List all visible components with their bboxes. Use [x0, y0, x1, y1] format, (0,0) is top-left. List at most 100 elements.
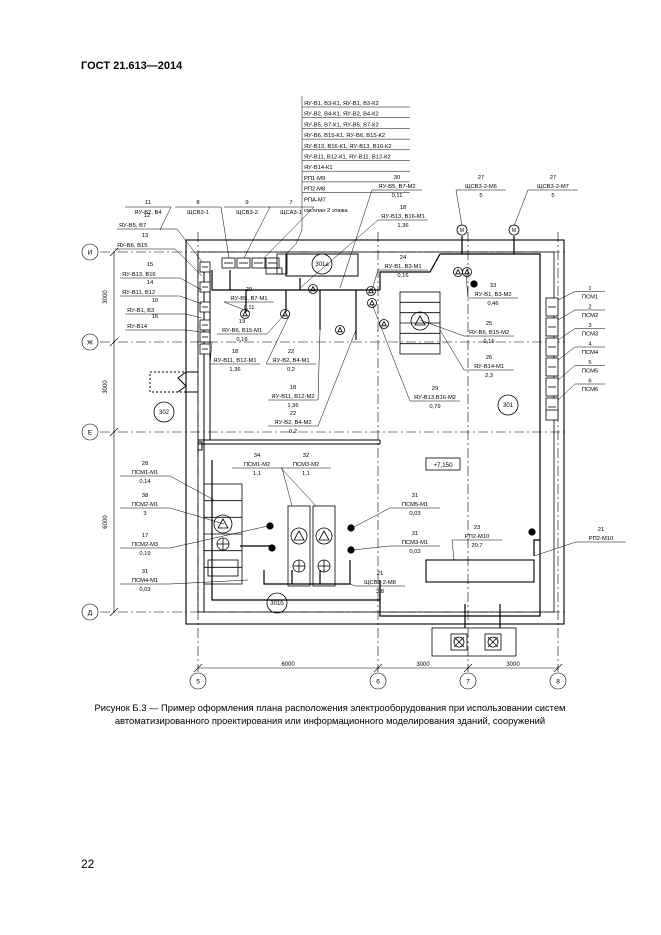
- callout-label: ЯУ-В1, В3: [127, 308, 154, 314]
- callout-value: 0,03: [409, 511, 420, 517]
- callout-number: 21: [598, 527, 604, 533]
- motor-m-letter: M: [460, 228, 464, 234]
- dimension-bottom: 3000: [416, 662, 430, 668]
- axis-col-label: 6: [376, 679, 380, 686]
- room-number: 301а: [315, 262, 329, 268]
- callout-value: 3,8: [376, 589, 384, 595]
- callout-leader: [169, 475, 215, 501]
- fan-triangle: [217, 518, 229, 529]
- top-list-line: ЯУ-В2, В4-К1, ЯУ-В2, В4-К2: [304, 112, 379, 118]
- room-number: 301: [503, 403, 514, 409]
- callout-leader: [169, 579, 249, 585]
- filter-box: [207, 559, 239, 577]
- callout-number: 27: [478, 175, 484, 181]
- grid-axis-col-bubble: [189, 672, 207, 690]
- callout-label: ПСМ1: [582, 295, 598, 301]
- motor-circle: [367, 298, 377, 308]
- callout-number: 29: [432, 386, 438, 392]
- callout-number: 22: [288, 349, 294, 355]
- callout-leader: [557, 346, 576, 361]
- callout-leader: [179, 295, 203, 305]
- cable-route: [263, 560, 351, 585]
- callout-number: 28: [142, 461, 148, 467]
- callout-leader: [281, 467, 293, 507]
- grid-axis-col-bubble: [369, 672, 387, 690]
- callout-leader: [557, 383, 576, 401]
- callout-value: 0,14: [139, 479, 151, 485]
- exhaust-fan-box: [484, 633, 502, 651]
- callout-label: ЯУ-В1, В3-М2: [474, 292, 511, 298]
- grid-axis-row-bubble: [81, 243, 99, 261]
- callout-leader: [557, 365, 576, 381]
- callout-label: ЯУ-В6, В15-М2: [469, 330, 509, 336]
- dimension-tick: [463, 663, 473, 673]
- callout-value: 0,11: [244, 305, 255, 311]
- callout-label: ЩСВ3-1: [187, 210, 209, 216]
- room-number-circle: [311, 253, 333, 275]
- callout-value: 1,36: [229, 367, 240, 373]
- callout-leader: [557, 328, 576, 341]
- callout-number: 3: [588, 323, 591, 329]
- exhaust-fan-cross: [487, 636, 499, 648]
- callout-leader: [169, 525, 269, 549]
- top-list-line: ЯУ-В5, В7-К1, ЯУ-В5, В7-К2: [304, 122, 379, 128]
- callout-number: 6: [588, 379, 591, 385]
- axis-row-label: Е: [88, 429, 93, 436]
- callout-leader: [465, 273, 469, 299]
- axis-col-label: 5: [196, 679, 200, 686]
- callout-leader: [169, 507, 225, 525]
- motor-icon: [366, 286, 376, 296]
- callout-number: 31: [142, 569, 148, 575]
- callout-number: 31: [412, 531, 418, 537]
- room-number: 302: [159, 410, 170, 416]
- unit-fan-triangle: [318, 530, 330, 541]
- callout-label: РП2-М10: [465, 534, 489, 540]
- callout-value: 0,2: [289, 429, 297, 435]
- callout-label: ПСМ2-М1: [132, 502, 158, 508]
- level-mark-box: [425, 457, 461, 471]
- callout-number: 8: [196, 200, 199, 206]
- axis-row-label: Ж: [87, 339, 93, 346]
- dimension-bottom: 6000: [281, 662, 295, 668]
- callout-value: 20,7: [471, 543, 482, 549]
- dimension-tick: [109, 427, 119, 437]
- callout-label: ПСМ2: [582, 313, 598, 319]
- callout-leader: [243, 206, 271, 259]
- motor-circle: [280, 309, 290, 319]
- door-leaf: [177, 371, 187, 393]
- motor-icon: [367, 298, 377, 308]
- figure-caption: Рисунок Б.3 — Пример оформления плана ра…: [94, 702, 566, 726]
- callout-label: ПСМ6: [582, 387, 598, 393]
- callout-number: 32: [303, 453, 309, 459]
- callout-number: 26: [486, 355, 492, 361]
- dimension-tick: [109, 247, 119, 257]
- top-list-line: см.план 2 этажа: [304, 208, 348, 214]
- callout-leader: [174, 248, 203, 277]
- callout-number: 1: [588, 286, 591, 292]
- outer-wall-inner: [197, 251, 555, 613]
- door-opening: [149, 371, 187, 393]
- grid-axis-row-bubble: [81, 423, 99, 441]
- callout-number: 13: [142, 233, 148, 239]
- motor-circle: [379, 319, 389, 329]
- dimension-tick: [109, 607, 119, 617]
- exhaust-unit: [431, 627, 517, 657]
- callout-value: 0,46: [487, 301, 498, 307]
- top-list-line: РП1-М9: [304, 176, 325, 182]
- page-header: ГОСТ 21.613—2014: [81, 60, 183, 72]
- callout-label: ЯУ-В5, В7: [119, 223, 146, 229]
- callout-number: 16: [152, 314, 158, 320]
- callout-number: 33: [490, 283, 496, 289]
- callout-value: 1,36: [287, 403, 298, 409]
- callout-value: 5: [479, 193, 482, 199]
- callout-number: 14: [147, 280, 154, 286]
- callout-label: ЯУ-В13, В16: [122, 272, 156, 278]
- motor-circle: [240, 309, 250, 319]
- callout-leader: [351, 507, 391, 529]
- motor-triangle: [282, 310, 288, 317]
- level-mark: +7,150: [433, 462, 453, 469]
- axis-row-label: Д: [88, 609, 93, 616]
- callout-leader: [223, 301, 251, 313]
- unit-fan-triangle: [293, 530, 305, 541]
- callout-leader: [557, 309, 576, 321]
